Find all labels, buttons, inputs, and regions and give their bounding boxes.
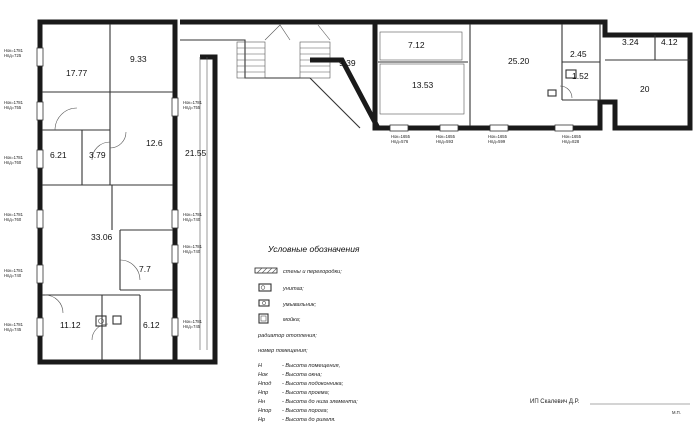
washbasin-icon <box>258 299 270 307</box>
svg-text:Hпд=740: Hпд=740 <box>183 217 201 222</box>
room-area: 9.39 <box>339 58 356 68</box>
svg-text:Hок=1781: Hок=1781 <box>183 244 203 249</box>
svg-text:Hпд=725: Hпд=725 <box>4 53 22 58</box>
room-area: 33.06 <box>91 232 113 242</box>
svg-text:Hок=1655: Hок=1655 <box>436 134 456 139</box>
svg-text:- Высота порога;: - Высота порога; <box>282 408 329 414</box>
washbasin-icon <box>547 89 557 97</box>
room-labels: 17.77 9.33 6.21 3.79 12.6 21.55 33.06 7.… <box>50 37 678 330</box>
room-area: 11.12 <box>60 320 81 330</box>
svg-text:Hок=1655: Hок=1655 <box>391 134 411 139</box>
legend-title: Условные обозначения <box>267 244 360 254</box>
stamp-mark: М.П. <box>672 410 681 415</box>
room-area: 25.20 <box>508 56 530 66</box>
svg-text:Hр: Hр <box>258 417 265 423</box>
svg-text:- Высота до низа элемента;: - Высота до низа элемента; <box>282 399 358 405</box>
svg-text:мойка;: мойка; <box>283 316 301 323</box>
svg-text:- Высота помещения,: - Высота помещения, <box>282 363 340 369</box>
svg-text:Hпд=576: Hпд=576 <box>391 139 409 144</box>
room-area: 2.45 <box>570 49 587 59</box>
svg-text:Hок=1781: Hок=1781 <box>4 155 24 160</box>
window-marks-left: Hок=1781 Hпд=725 Hок=1781 Hпд=755 Hок=17… <box>4 48 24 332</box>
toilet-icon <box>258 283 272 292</box>
svg-text:стены и перегородки;: стены и перегородки; <box>283 269 342 275</box>
room-area: 9.33 <box>130 54 147 64</box>
svg-text:радиатор отопления;: радиатор отопления; <box>257 333 317 339</box>
svg-text:Hок=1781: Hок=1781 <box>183 100 203 105</box>
wall-swatch-icon <box>254 267 278 274</box>
svg-text:Hок=1781: Hок=1781 <box>4 100 24 105</box>
svg-text:Hок=1781: Hок=1781 <box>183 212 203 217</box>
room-area: 6.12 <box>143 320 160 330</box>
svg-text:Hпд=740: Hпд=740 <box>4 273 22 278</box>
svg-text:Hпд=828: Hпд=828 <box>562 139 580 144</box>
room-area: 13.53 <box>412 80 434 90</box>
svg-text:- Высота проема;: - Высота проема; <box>282 390 330 396</box>
svg-text:- Высота подоконника;: - Высота подоконника; <box>282 381 344 387</box>
sink-icon <box>95 315 107 327</box>
legend: Условные обозначения стены и перегородки… <box>254 244 360 423</box>
room-area: 21.55 <box>185 148 207 158</box>
room-area: 3.24 <box>622 37 639 47</box>
svg-text:Hпд=745: Hпд=745 <box>183 324 201 329</box>
signature-block: ИП Скалевич Д.Р. М.П. <box>530 399 690 415</box>
svg-text:Hпд=755: Hпд=755 <box>183 105 201 110</box>
svg-text:Hпор: Hпор <box>258 408 271 414</box>
svg-text:Hпд=745: Hпд=745 <box>4 327 22 332</box>
sink-icon <box>565 69 577 79</box>
windows <box>36 47 574 337</box>
window-marks-middle: Hок=1781 Hпд=755 Hок=1781 Hпд=740 Hок=17… <box>183 100 203 329</box>
svg-text:Hпд=593: Hпд=593 <box>436 139 454 144</box>
svg-text:Hпд=740: Hпд=740 <box>183 249 201 254</box>
room-area: 4.12 <box>661 37 678 47</box>
svg-text:Hок=1781: Hок=1781 <box>4 212 24 217</box>
svg-text:- Высота до ригеля.: - Высота до ригеля. <box>282 417 336 423</box>
svg-text:Hпд=599: Hпд=599 <box>488 139 506 144</box>
svg-text:Hок=1781: Hок=1781 <box>4 48 24 53</box>
svg-text:H: H <box>258 363 263 369</box>
room-area: 1.52 <box>572 71 589 81</box>
svg-text:- Высота окна;: - Высота окна; <box>282 372 322 378</box>
kitchen-sink-icon <box>258 313 269 324</box>
svg-text:Hпд=755: Hпд=755 <box>4 105 22 110</box>
room-area: 17.77 <box>66 68 88 78</box>
toilet-icon <box>112 315 122 325</box>
room-area: 7.12 <box>408 40 425 50</box>
room-area: 20 <box>640 84 650 94</box>
svg-text:Hн: Hн <box>258 399 265 405</box>
svg-text:Hпд=760: Hпд=760 <box>4 217 22 222</box>
signature-name: ИП Скалевич Д.Р. <box>530 399 579 405</box>
staircase <box>236 24 331 79</box>
upper-corridor <box>180 19 381 130</box>
svg-text:номер помещения;: номер помещения; <box>258 348 308 354</box>
corridor-wall <box>175 54 218 365</box>
room-area: 3.79 <box>89 150 106 160</box>
svg-text:Hок=1781: Hок=1781 <box>183 319 203 324</box>
left-wing-walls <box>37 19 178 365</box>
room-area: 12.6 <box>146 138 163 148</box>
svg-text:унитаз;: унитаз; <box>282 286 304 292</box>
svg-text:Hок=1655: Hок=1655 <box>562 134 582 139</box>
fixtures <box>95 69 577 327</box>
room-area: 6.21 <box>50 150 67 160</box>
svg-text:Hпд=760: Hпд=760 <box>4 160 22 165</box>
svg-text:Hпод: Hпод <box>258 381 271 387</box>
svg-text:Hок=1781: Hок=1781 <box>4 268 24 273</box>
right-wing-walls <box>372 19 693 131</box>
window-marks-bottom: Hок=1655 Hпд=576 Hок=1655 Hпд=593 Hок=16… <box>391 134 582 144</box>
svg-text:Hпр: Hпр <box>258 390 268 396</box>
svg-text:Hок=1655: Hок=1655 <box>488 134 508 139</box>
svg-text:умывальник;: умывальник; <box>282 302 317 308</box>
svg-text:Hок: Hок <box>258 372 268 378</box>
svg-text:Hок=1781: Hок=1781 <box>4 322 24 327</box>
room-area: 7.7 <box>139 264 151 274</box>
